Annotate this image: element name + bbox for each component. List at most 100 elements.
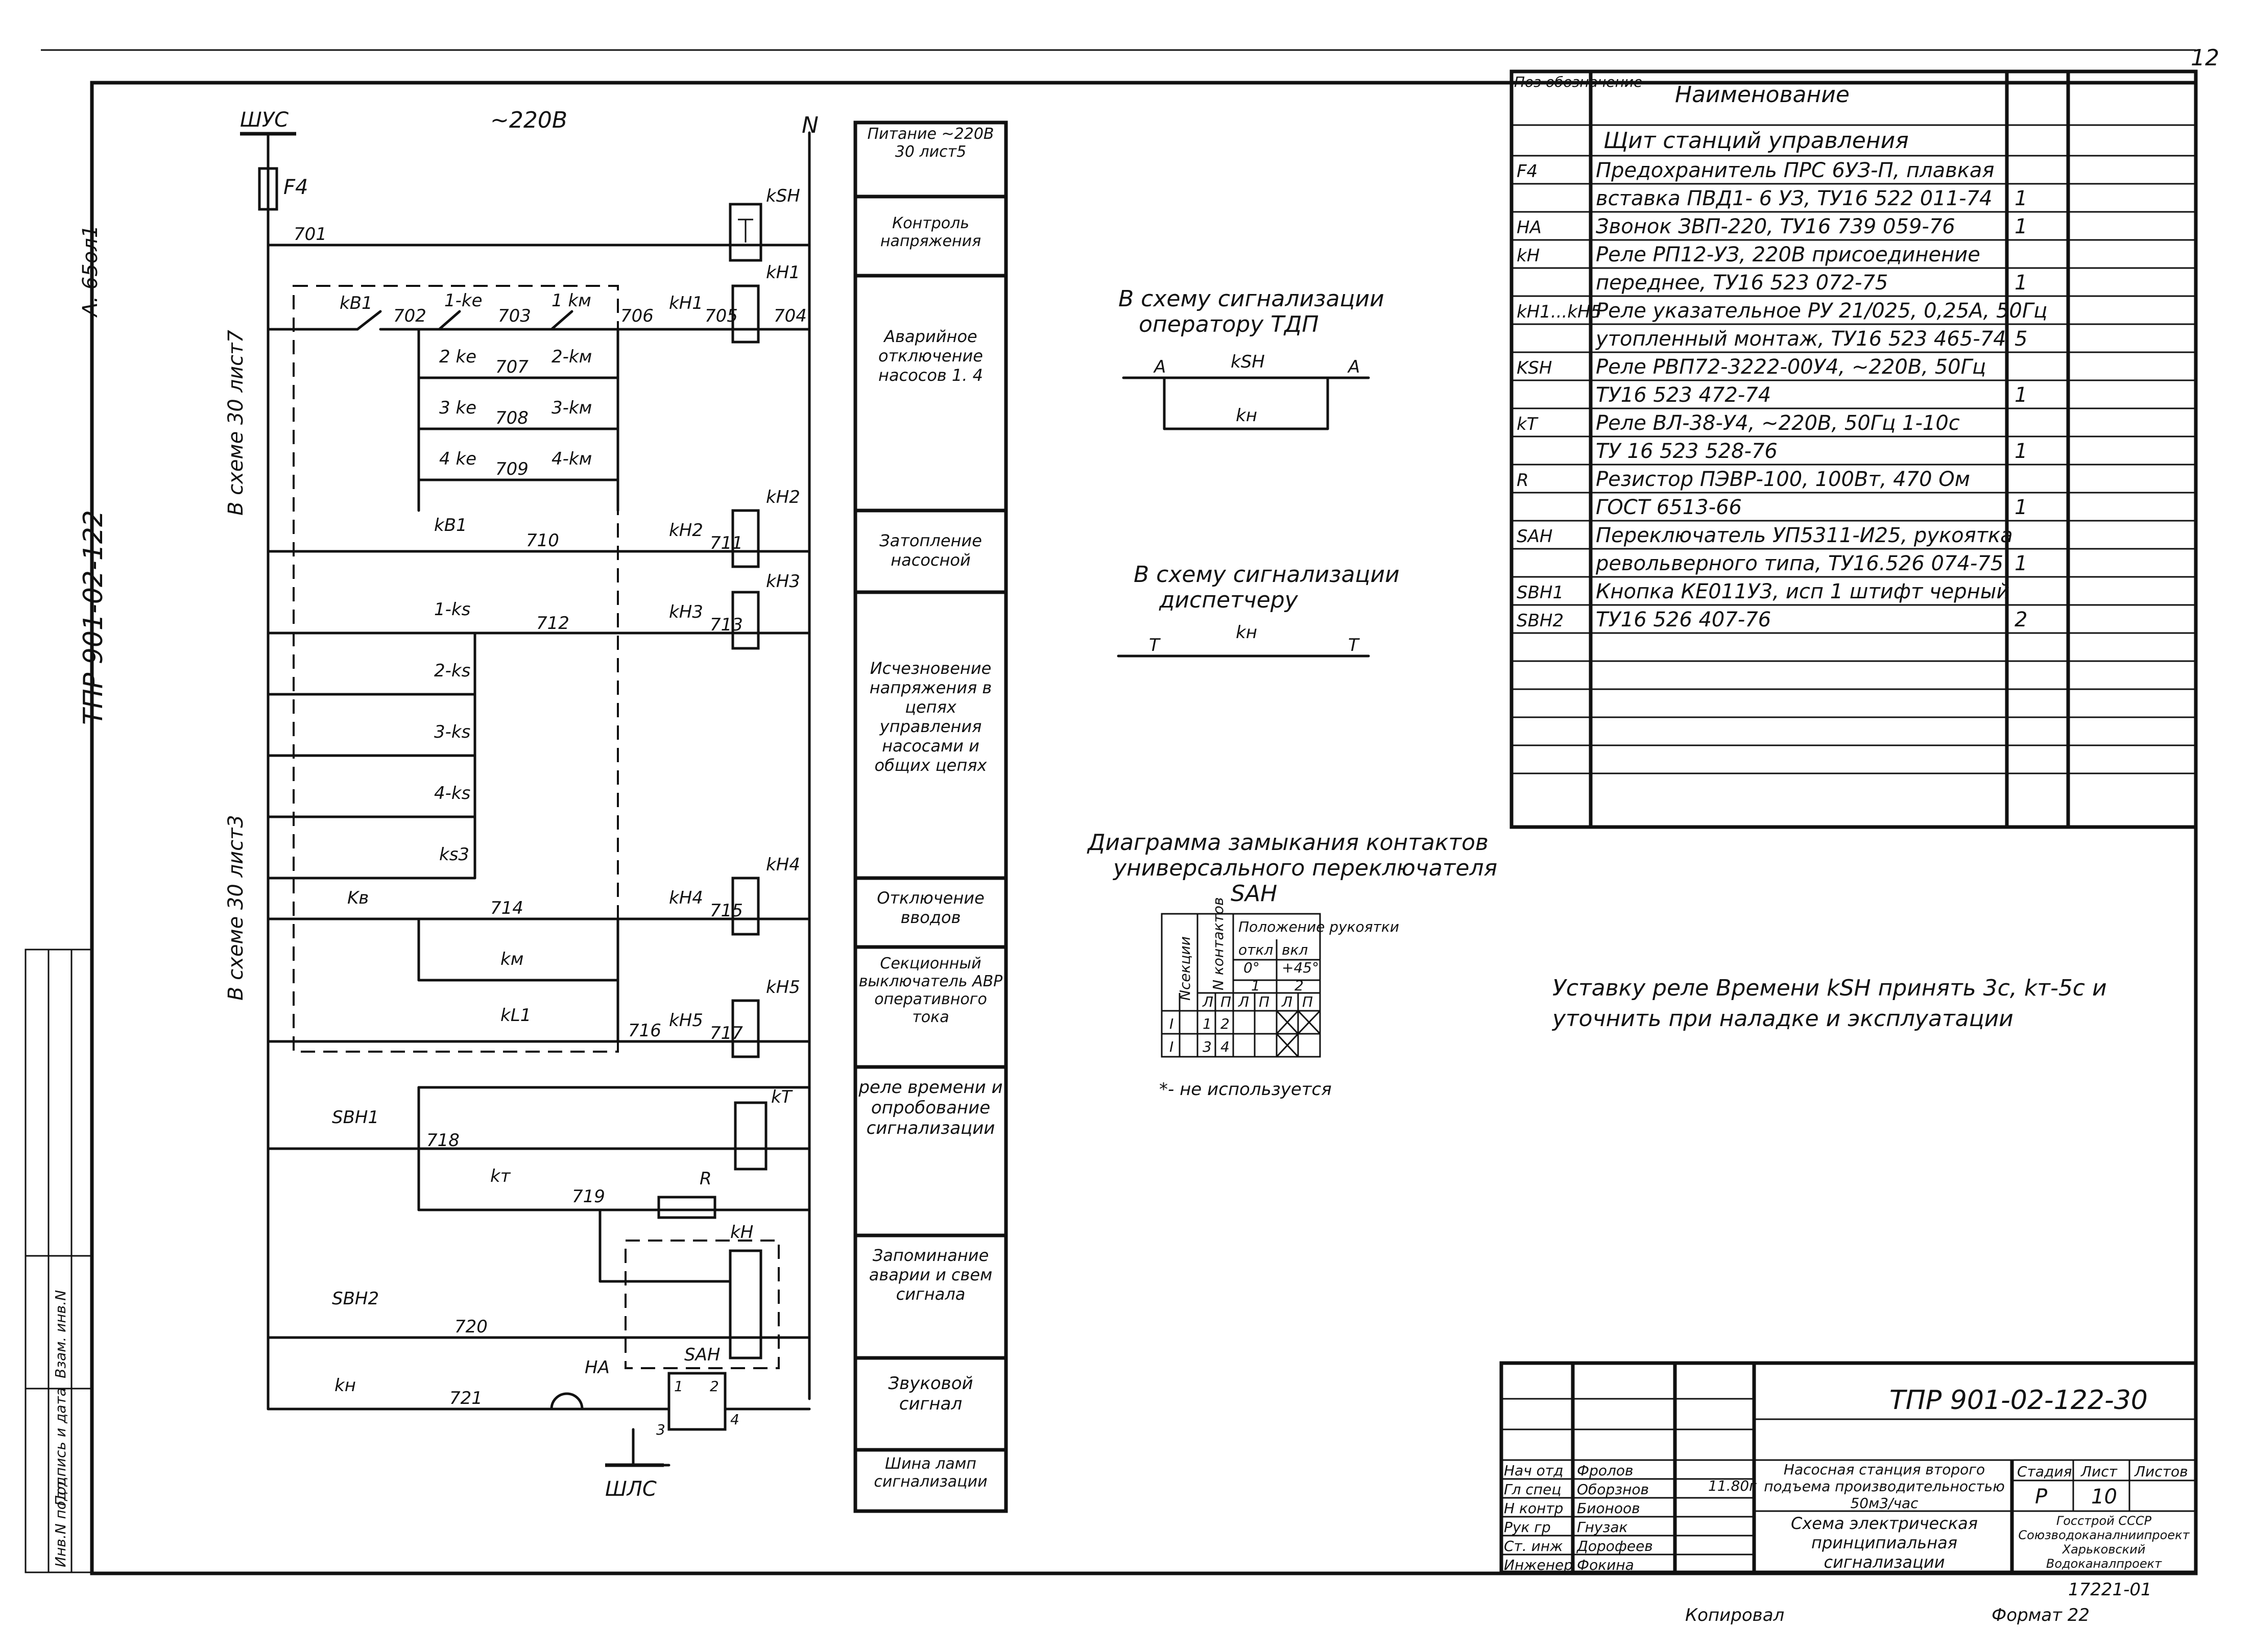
relay-kh4-coil xyxy=(731,877,760,936)
spec-name: ТУ16 523 472-74 xyxy=(1596,383,1771,407)
svg-text:3-kм: 3-kм xyxy=(552,398,592,418)
stamp-person: Фокина xyxy=(1577,1557,1634,1573)
spec-pos: SBH2 xyxy=(1517,611,1564,631)
func-lamp-bus: Шина ламп сигнализации xyxy=(874,1455,988,1491)
svg-text:kH4: kH4 xyxy=(669,888,703,908)
switch-sah xyxy=(667,1372,727,1431)
svg-text:Р: Р xyxy=(2035,1485,2048,1509)
stamp-person: Гнузак xyxy=(1577,1519,1628,1536)
spec-qty: 1 xyxy=(2015,496,2027,519)
spec-name: револьверного типа, ТУ16.526 074-75 xyxy=(1595,552,2003,575)
svg-text:П: П xyxy=(1302,993,1313,1010)
external-dispatcher: В схему сигнализации диспетчеру Т Т kн xyxy=(1117,562,1400,658)
svg-text:3: 3 xyxy=(1203,1038,1212,1055)
svg-text:2-kм: 2-kм xyxy=(552,347,592,367)
spec-name: Реле указательное РУ 21/025, 0,25А, 50Гц xyxy=(1596,299,2047,323)
spec-qty: 1 xyxy=(2015,187,2027,210)
svg-text:HA: HA xyxy=(585,1357,610,1378)
svg-text:1-ks: 1-ks xyxy=(434,599,470,620)
stamp-person: Оборзнов xyxy=(1577,1481,1649,1498)
svg-text:716: 716 xyxy=(628,1021,661,1041)
stamp-role: Инженер xyxy=(1504,1557,1573,1573)
setting-note-2: уточнить при наладке и эксплуатации xyxy=(1551,1006,2014,1032)
svg-text:kм: kм xyxy=(500,949,523,969)
stamp-role: Гл спец xyxy=(1504,1481,1561,1498)
svg-text:4-ks: 4-ks xyxy=(434,783,470,804)
spec-name: утопленный монтаж, ТУ16 523 465-74 xyxy=(1595,327,2006,351)
spec-name: вставка ПВД1- 6 УЗ, ТУ16 522 011-74 xyxy=(1596,187,1992,210)
svg-text:715: 715 xyxy=(710,901,743,921)
svg-text:R: R xyxy=(700,1169,712,1189)
relay-kh-coil xyxy=(729,1249,762,1359)
stamp-code: ТПР 901-02-122-30 xyxy=(1889,1385,2148,1416)
svg-text:1: 1 xyxy=(674,1378,683,1395)
spec-qty: 1 xyxy=(2015,383,2027,407)
svg-text:2: 2 xyxy=(1220,1015,1230,1032)
svg-text:Щит станций управления: Щит станций управления xyxy=(1603,128,1909,154)
svg-text:Поз обозначение: Поз обозначение xyxy=(1514,74,1642,90)
svg-text:717: 717 xyxy=(710,1023,743,1043)
func-emergency: Аварийное отключение насосов 1. 4 xyxy=(878,327,983,385)
func-memory: Запоминание аварии и свем сигнала xyxy=(869,1246,993,1304)
svg-text:kH3: kH3 xyxy=(669,602,703,622)
svg-text:4-kм: 4-kм xyxy=(552,449,592,469)
func-power: Питание ~220В 30 лист5 xyxy=(867,125,994,161)
svg-text:kL1: kL1 xyxy=(500,1005,531,1026)
spec-qty: 1 xyxy=(2015,215,2027,238)
side-ref-1: В схеме 30 лист7 xyxy=(224,330,248,516)
bell-ha xyxy=(550,1392,584,1411)
svg-text:kH5: kH5 xyxy=(766,977,800,998)
svg-text:*- не используется: *- не используется xyxy=(1159,1079,1332,1100)
svg-text:kH3: kH3 xyxy=(766,571,800,592)
svg-text:А: А xyxy=(1153,357,1166,377)
spec-qty: 5 xyxy=(2015,327,2027,351)
svg-text:713: 713 xyxy=(710,615,743,635)
svg-text:1: 1 xyxy=(1203,1015,1212,1032)
svg-text:1 kм: 1 kм xyxy=(552,290,591,311)
svg-text:kSH: kSH xyxy=(1231,352,1265,372)
svg-text:1: 1 xyxy=(1251,977,1260,994)
stamp-org: Госстрой СССР Союзводоканалниипроект Хар… xyxy=(2018,1514,2190,1570)
spec-pos: R xyxy=(1517,470,1529,491)
spec-name: Переключатель УП5311-И25, рукоятка xyxy=(1596,524,2013,547)
stamp-format: Формат 22 xyxy=(1992,1605,2090,1625)
svg-text:4: 4 xyxy=(730,1411,739,1428)
svg-text:718: 718 xyxy=(426,1130,460,1151)
svg-text:+45°: +45° xyxy=(1282,959,1319,976)
svg-text:3: 3 xyxy=(656,1421,665,1438)
stamp-role: Рук гр xyxy=(1504,1519,1551,1536)
func-sound: Звуковой сигнал xyxy=(888,1373,973,1414)
contact-kb1 xyxy=(356,310,382,331)
svg-text:2: 2 xyxy=(1295,977,1304,994)
spec-pos: SAH xyxy=(1517,526,1552,547)
spec-pos: kT xyxy=(1517,414,1539,434)
strip-replace: Взам. инв.N xyxy=(52,1290,69,1378)
spec-name: Реле РП12-УЗ, 220В присоединение xyxy=(1596,243,1980,266)
svg-text:kH: kH xyxy=(730,1222,753,1243)
svg-text:В схему сигнализации: В схему сигнализации xyxy=(1118,286,1384,312)
svg-text:SAH: SAH xyxy=(684,1345,720,1365)
spec-pos: HA xyxy=(1517,217,1542,238)
svg-text:4 kе: 4 kе xyxy=(439,449,476,469)
svg-text:универсального переключателя: универсального переключателя xyxy=(1112,855,1497,881)
svg-text:2 kе: 2 kе xyxy=(439,347,476,367)
voltage-label: ~220В xyxy=(490,107,567,133)
strip-inv: Инв.N подл. xyxy=(52,1477,69,1567)
side-document-code: ТПР 901-02-122 xyxy=(78,510,109,725)
left-strip xyxy=(25,949,93,1573)
panel-enclosure xyxy=(293,285,619,1053)
svg-text:Л: Л xyxy=(1281,993,1292,1010)
svg-text:оператору ТДП: оператору ТДП xyxy=(1139,311,1319,337)
spec-pos: KSH xyxy=(1517,358,1552,378)
svg-text:вкл: вкл xyxy=(1282,941,1308,958)
svg-text:N контактов: N контактов xyxy=(1210,897,1227,990)
relay-kh1-coil xyxy=(731,284,760,344)
svg-text:kB1: kB1 xyxy=(340,293,373,313)
svg-text:710: 710 xyxy=(526,530,559,551)
title-block: ТПР 901-02-122-30 Насосная станция второ… xyxy=(1499,1361,2198,1625)
svg-text:Л: Л xyxy=(1238,993,1249,1010)
svg-text:10: 10 xyxy=(2091,1485,2117,1509)
side-ref-2: В схеме 30 лист3 xyxy=(224,815,248,1001)
svg-text:Диаграмма замыкания контактов: Диаграмма замыкания контактов xyxy=(1087,830,1489,856)
